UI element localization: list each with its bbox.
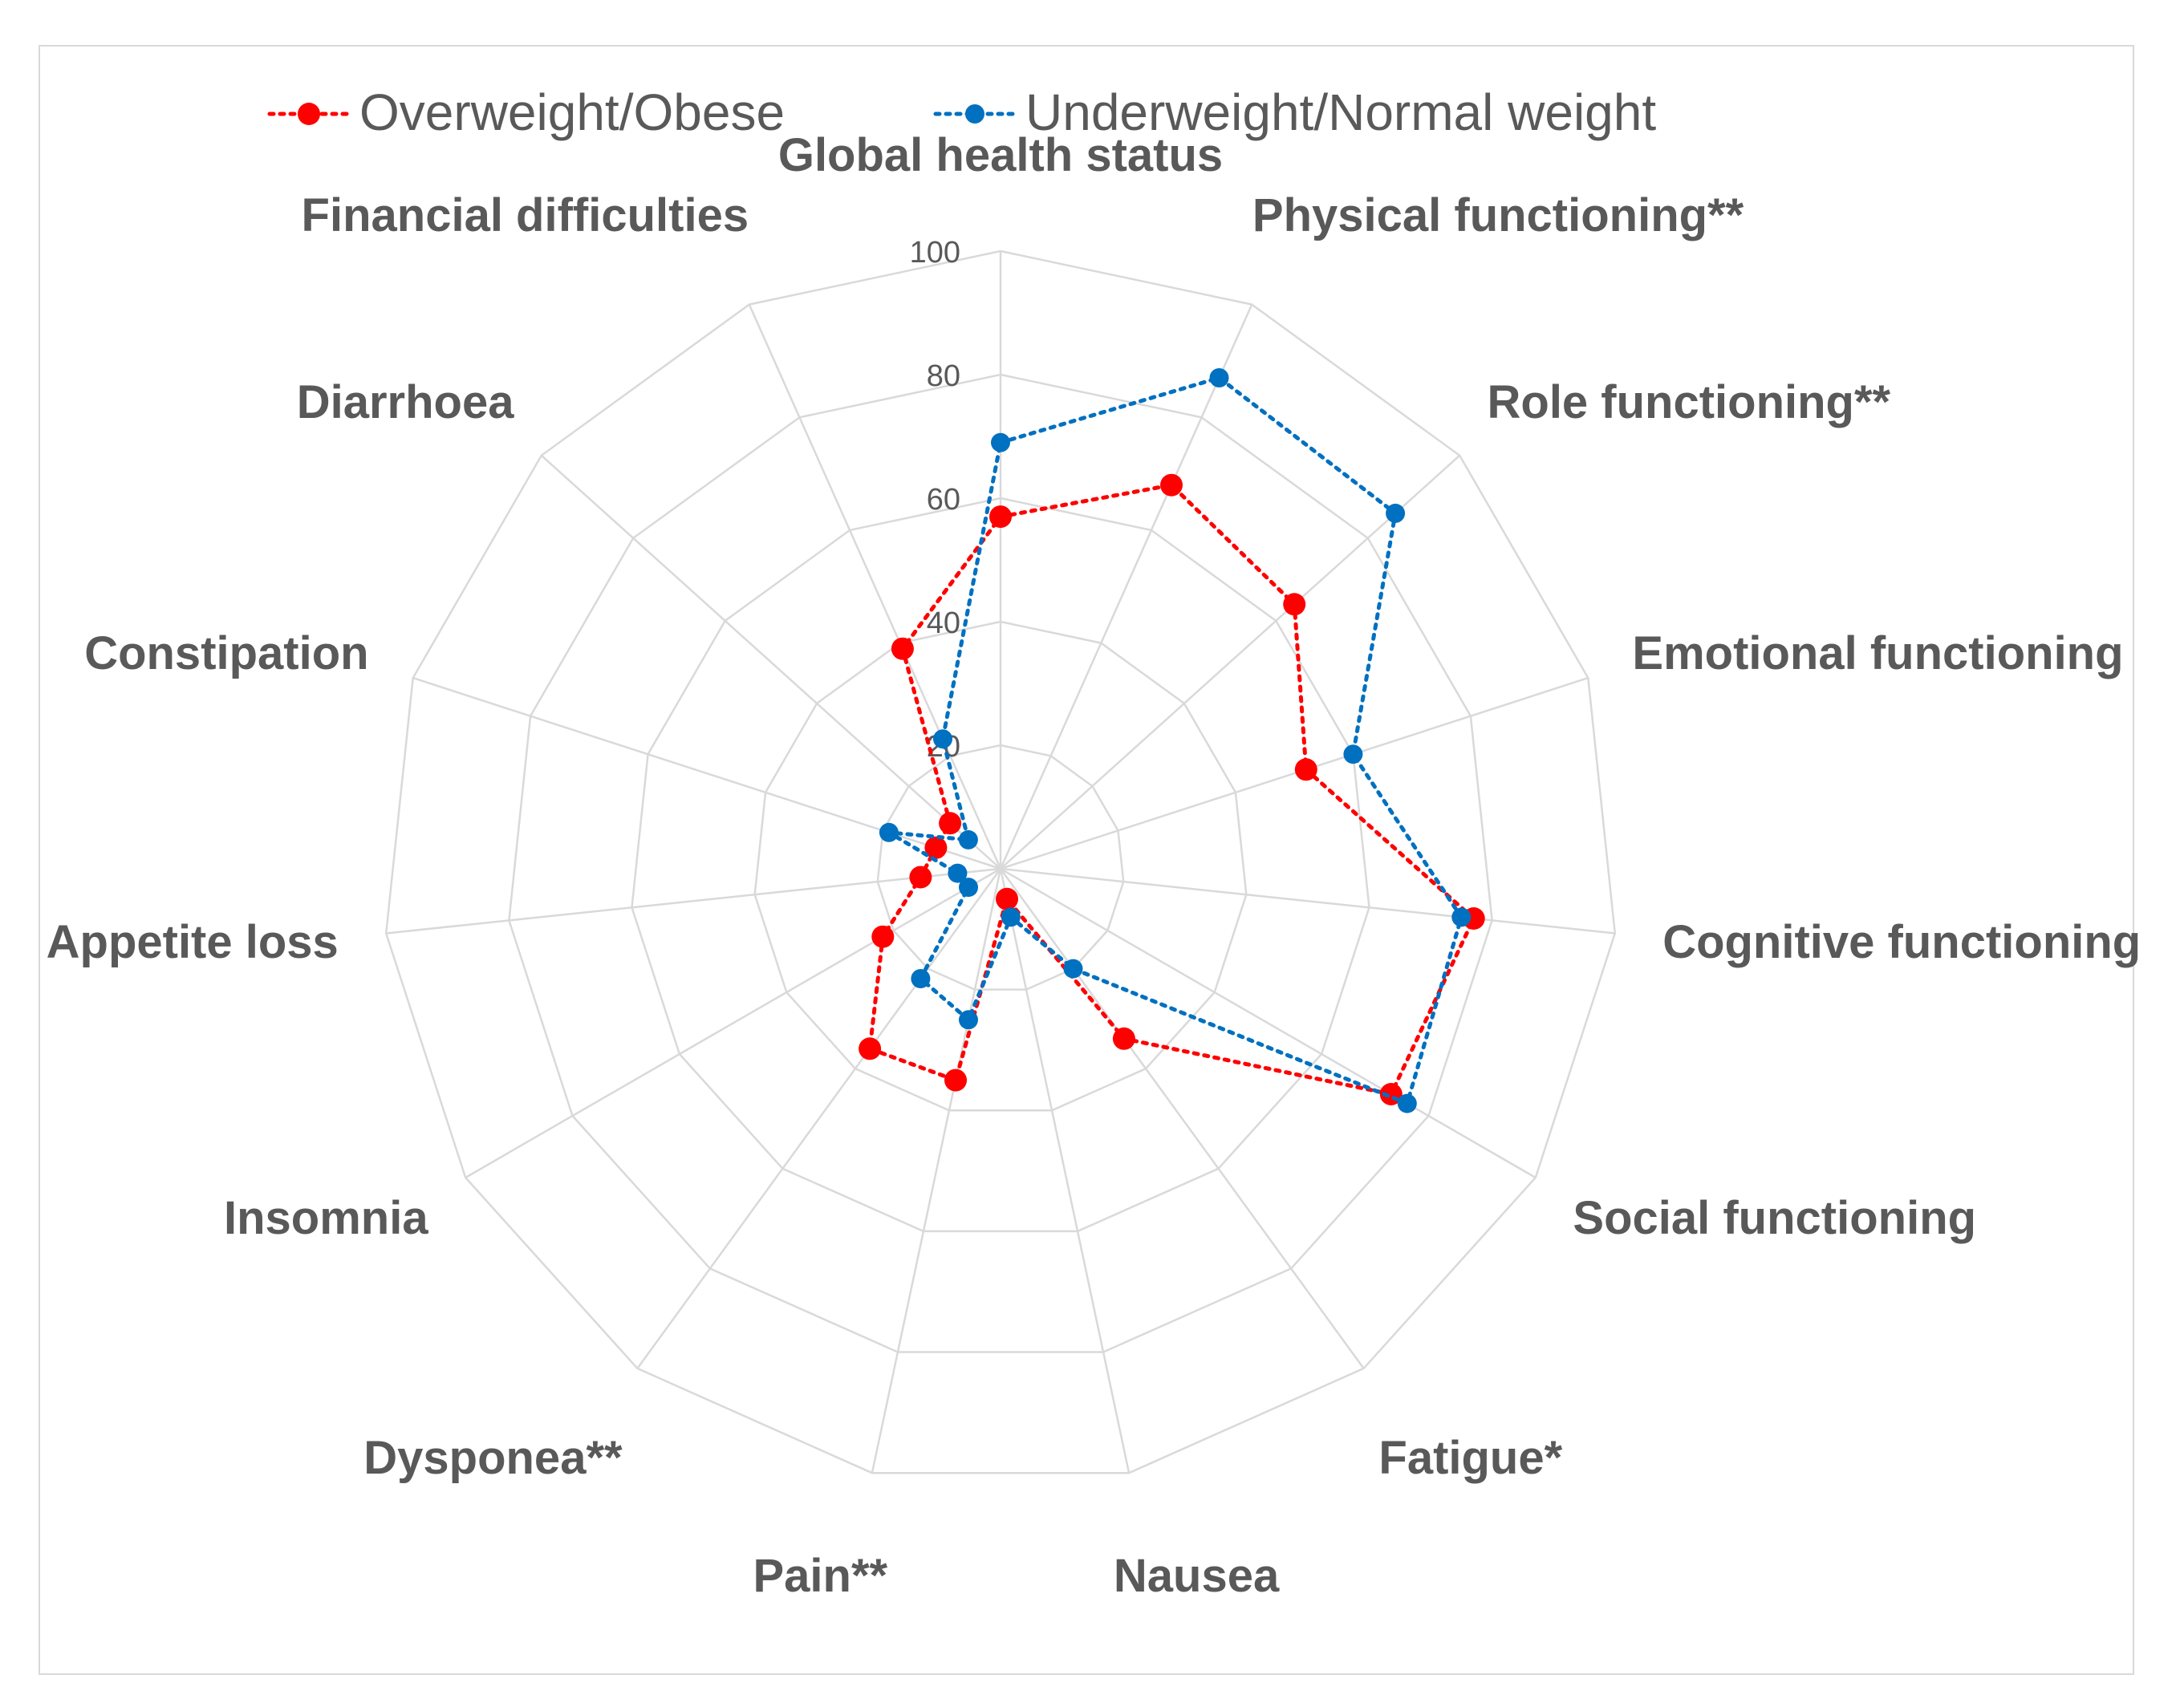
grid-ring-40 — [753, 620, 1248, 1112]
grid-spoke — [999, 868, 1365, 1369]
grid — [384, 249, 1617, 1474]
data-point-dysponea — [859, 1037, 882, 1060]
data-point-diarrhoea — [958, 829, 978, 850]
series-lines — [859, 368, 1485, 1113]
data-point-nausea — [996, 887, 1018, 910]
legend-swatch-marker — [298, 103, 320, 125]
data-point-nausea — [1001, 907, 1021, 927]
axis-label-financial-difficulties: Financial difficulties — [302, 189, 749, 241]
data-point-constipation — [924, 836, 948, 859]
data-point-physical-functioning — [1160, 473, 1183, 497]
grid-ring-100 — [384, 249, 1617, 1474]
grid-spoke — [1000, 676, 1589, 870]
axis-label-nausea: Nausea — [1114, 1550, 1280, 1602]
data-point-dysponea — [911, 969, 931, 988]
axis-label-dysponea: Dysponea** — [363, 1432, 623, 1484]
axis-label-pain: Pain** — [753, 1550, 887, 1602]
axis-label-cognitive-functioning: Cognitive functioning — [1662, 916, 2141, 968]
legend-swatch — [267, 103, 351, 125]
axis-label-appetite-loss: Appetite loss — [47, 916, 339, 968]
radial-tick-labels: 20406080100 — [910, 236, 960, 764]
data-point-global-health-status — [989, 505, 1012, 529]
legend-swatch-marker — [965, 104, 984, 124]
grid-ring-20 — [876, 744, 1125, 991]
data-point-role-functioning — [1283, 593, 1306, 616]
legend-label: Overweight/Obese — [359, 83, 786, 141]
data-point-appetite-loss — [909, 866, 932, 889]
axis-label-emotional-functioning: Emotional functioning — [1632, 627, 2123, 679]
data-point-financial-difficulties — [891, 637, 914, 660]
radial-tick-label: 80 — [927, 359, 960, 393]
axis-label-insomnia: Insomnia — [224, 1192, 428, 1244]
data-point-fatigue — [1063, 959, 1083, 979]
grid-spoke — [1000, 867, 1537, 1179]
grid-spoke — [748, 304, 1002, 870]
data-point-pain — [944, 1068, 967, 1092]
grid-spoke — [465, 867, 1001, 1179]
data-point-cognitive-functioning — [1451, 907, 1472, 927]
data-point-global-health-status — [991, 432, 1010, 452]
data-point-insomnia — [871, 925, 895, 948]
series-overweight-obese — [859, 473, 1485, 1105]
data-point-appetite-loss — [948, 863, 968, 883]
data-point-emotional-functioning — [1294, 758, 1317, 781]
data-point-financial-difficulties — [933, 729, 952, 749]
chart-frame — [39, 45, 2134, 1675]
axis-label-social-functioning: Social functioning — [1573, 1192, 1976, 1244]
grid-spoke — [412, 676, 1001, 870]
series-line — [887, 375, 1464, 1106]
grid-spoke — [540, 454, 1001, 870]
data-point-insomnia — [959, 878, 978, 898]
grid-ring-80 — [508, 373, 1493, 1353]
axis-label-global-health-status: Global health status — [778, 129, 1223, 181]
grid-ring-60 — [631, 497, 1370, 1233]
series-underweight-normal-weight — [879, 368, 1472, 1113]
grid-spoke — [871, 868, 1002, 1474]
axis-label-physical-functioning: Physical functioning** — [1252, 189, 1744, 241]
grid-spoke — [386, 867, 1001, 935]
radial-tick-label: 60 — [927, 483, 960, 517]
axis-label-fatigue: Fatigue* — [1378, 1432, 1562, 1484]
legend-label: Underweight/Normal weight — [1025, 83, 1657, 141]
grid-spoke — [1000, 454, 1461, 870]
radial-tick-label: 40 — [927, 606, 960, 640]
data-point-pain — [959, 1010, 978, 1030]
series-line — [867, 483, 1476, 1097]
grid-spoke — [636, 868, 1002, 1369]
grid-spoke — [999, 868, 1131, 1474]
axis-label-role-functioning: Role functioning** — [1488, 376, 1891, 428]
grid-spoke — [999, 304, 1253, 870]
data-point-fatigue — [1112, 1027, 1135, 1050]
data-point-physical-functioning — [1209, 368, 1229, 387]
data-point-diarrhoea — [939, 812, 962, 835]
radial-tick-label: 100 — [910, 236, 960, 270]
grid-spoke — [1000, 867, 1615, 935]
data-point-emotional-functioning — [1343, 744, 1363, 764]
axis-label-constipation: Constipation — [84, 627, 368, 679]
data-point-role-functioning — [1386, 503, 1406, 523]
data-point-social-functioning — [1397, 1093, 1417, 1113]
legend-swatch — [933, 104, 1017, 124]
data-point-constipation — [879, 822, 899, 842]
axis-label-diarrhoea: Diarrhoea — [297, 376, 515, 428]
